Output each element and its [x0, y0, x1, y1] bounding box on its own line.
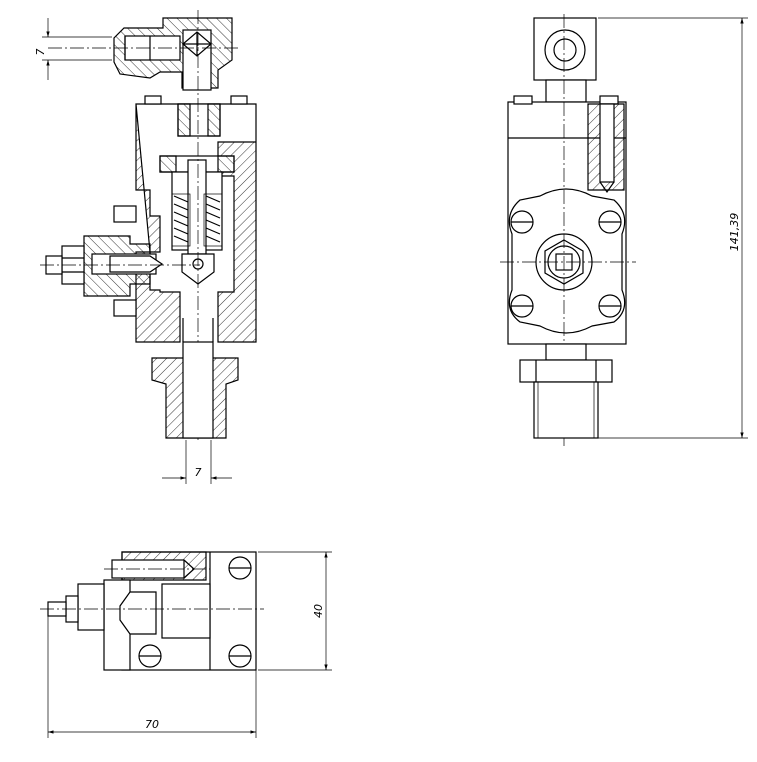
front-section-view: 7: [34, 10, 257, 484]
valve-stem: [187, 159, 207, 255]
dim-bottom-port: 7: [195, 466, 202, 479]
side-view: 141,39: [500, 14, 748, 446]
bottom-bore: [182, 341, 214, 439]
spring: [171, 193, 223, 247]
dim-plan-width: 40: [312, 604, 325, 618]
plan-view: 40 70: [40, 551, 332, 738]
screw-head: [144, 95, 162, 105]
bottom-hex: [519, 359, 613, 383]
dim-top-port: 7: [34, 49, 47, 56]
plan-needle: [119, 591, 157, 635]
dim-overall-height: 141,39: [728, 213, 741, 252]
bleed-needle: [109, 255, 164, 273]
top-block: [533, 17, 597, 81]
dim-plan-length: 70: [145, 718, 159, 731]
screw-head: [230, 95, 248, 105]
bottom-thread: [533, 381, 599, 439]
